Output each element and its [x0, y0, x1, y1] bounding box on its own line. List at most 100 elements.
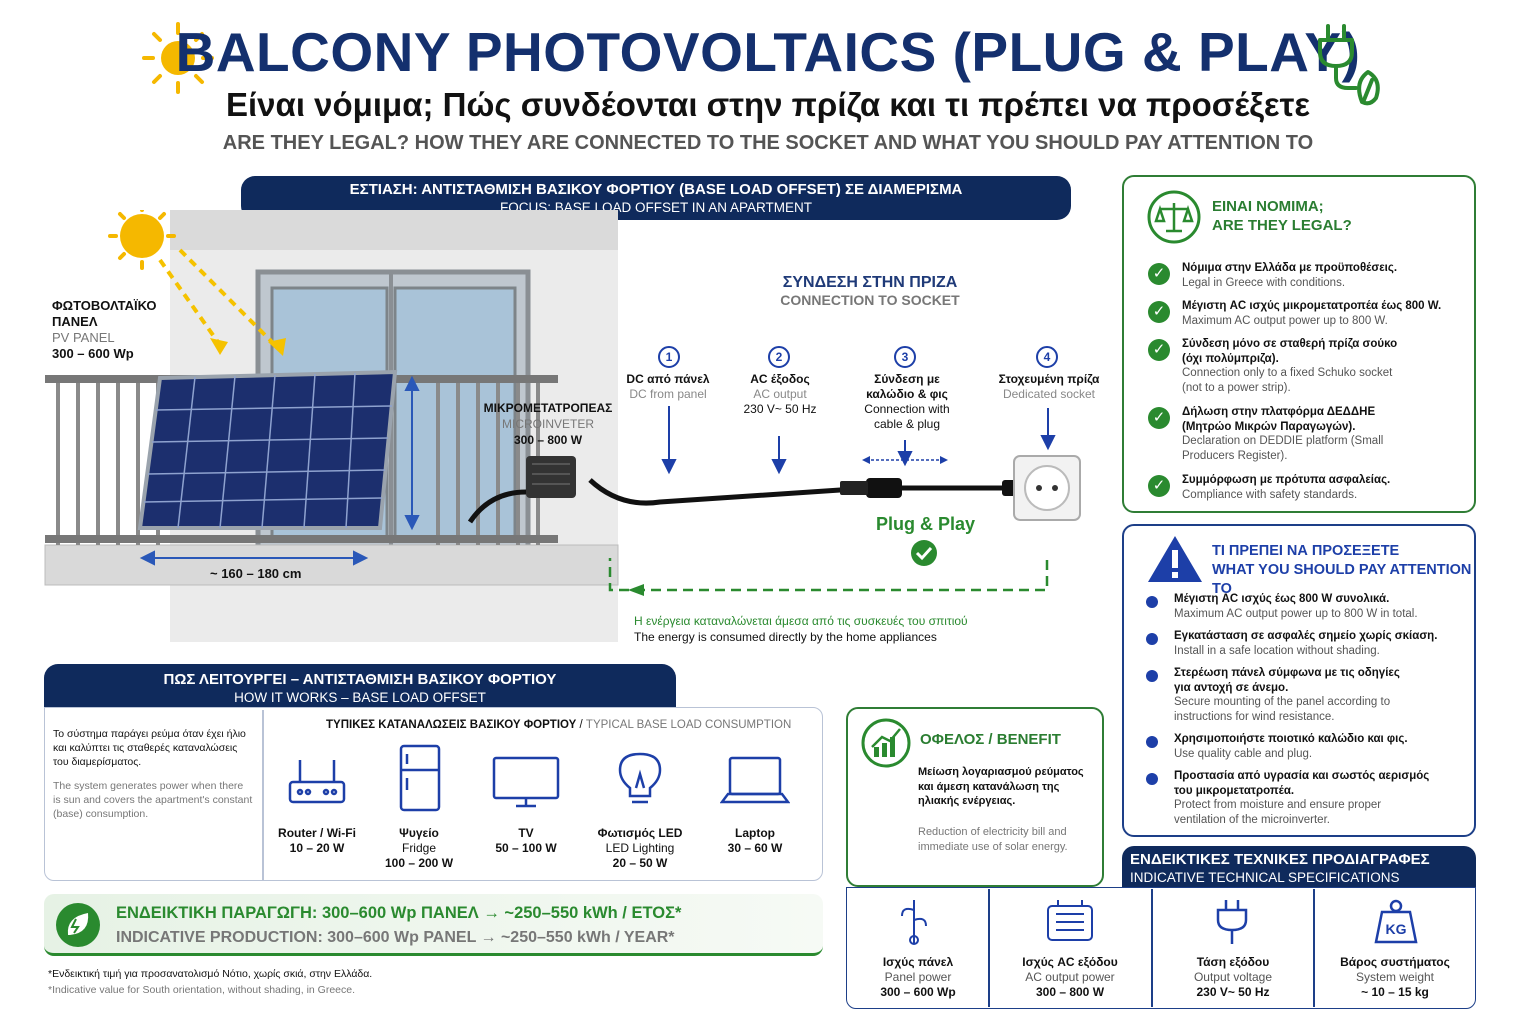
spec-ac-power-gr: Ισχύς AC εξόδου — [1022, 955, 1118, 969]
step-2-en: AC output — [753, 387, 807, 401]
attention-item-1-gr: Μέγιστη AC ισχύς έως 800 W συνολικά. — [1174, 593, 1390, 605]
check-icon: ✓ — [1148, 263, 1170, 285]
bullet-icon — [1146, 633, 1158, 645]
spec-ac-power-en: AC output power — [1025, 970, 1115, 984]
how-title-gr: ΠΩΣ ΛΕΙΤΟΥΡΓΕΙ – ΑΝΤΙΣΤΑΘΜΙΣΗ ΒΑΣΙΚΟΥ ΦΟ… — [163, 671, 557, 688]
attention-item-4: Χρησιμοποιήστε ποιοτικό καλώδιο και φις.… — [1146, 732, 1466, 761]
bullet-icon — [1146, 596, 1158, 608]
microinverter-power: 300 – 800 W — [513, 433, 583, 447]
microinverter-label: ΜΙΚΡΟΜΕΤΑΤΡΟΠΕΑΣ MICROINVETER 300 – 800 … — [478, 400, 618, 448]
spec-divider — [1313, 889, 1315, 1007]
scales-icon — [1147, 190, 1201, 244]
spec-voltage-en: Output voltage — [1193, 970, 1273, 984]
legal-item-2: ✓Μέγιστη AC ισχύς μικρομετατροπέα έως 80… — [1148, 299, 1468, 328]
subtitle-english: ARE THEY LEGAL? HOW THEY ARE CONNECTED T… — [222, 132, 1314, 154]
benefit-gr: Μείωση λογαριασμού ρεύματος και άμεση κα… — [918, 766, 1084, 807]
panel-power-icon — [901, 900, 927, 945]
energy-en: The energy is consumed directly by the h… — [634, 630, 937, 644]
attention-item-3-gr: Στερέωση πάνελ σύμφωνα με τις οδηγίες γι… — [1174, 667, 1400, 694]
step-4-en: Dedicated socket — [1002, 387, 1096, 401]
legal-item-3-en: Connection only to a fixed Schuko socket… — [1182, 367, 1393, 394]
tv-icon — [492, 756, 560, 808]
microinverter-gr: ΜΙΚΡΟΜΕΤΑΤΡΟΠΕΑΣ — [483, 401, 613, 415]
plug-icon — [1216, 900, 1248, 944]
legal-item-5: ✓Συμμόρφωση με πρότυπα ασφαλείας.Complia… — [1148, 473, 1468, 502]
step-2-extra: 230 V~ 50 Hz — [743, 402, 817, 416]
step-3-text: Σύνδεση με καλώδιο & φις Connection with… — [852, 372, 962, 432]
legal-panel: ΕΙΝΑΙ ΝΟΜΙΜΑ; ARE THEY LEGAL? ✓ Νόμιμα στ… — [1122, 175, 1476, 513]
step-1-en: DC from panel — [629, 387, 707, 401]
warning-icon — [1148, 536, 1202, 582]
spec-weight-value: ~ 10 – 15 kg — [1361, 985, 1429, 999]
appliance-fridge-en: Fridge — [401, 841, 436, 855]
legal-title-en: ARE THEY LEGAL? — [1212, 217, 1352, 234]
attention-item-5-gr: Προστασία από υγρασία και σωστός αερισμό… — [1174, 770, 1430, 797]
benefit-en: Reduction of electricity bill and immedi… — [918, 826, 1068, 853]
leaf-energy-icon — [56, 903, 100, 947]
chart-growth-icon — [861, 718, 911, 768]
how-divider — [262, 710, 264, 880]
production-en: INDICATIVE PRODUCTION: 300–600 Wp PANEL … — [116, 929, 675, 946]
pv-panel-label: ΦΩΤΟΒΟΛΤΑΪΚΟ ΠΑΝΕΛ PV PANEL 300 – 600 Wp — [52, 298, 157, 362]
production-bar — [44, 894, 823, 956]
spec-voltage-gr: Τάση εξόδου — [1196, 955, 1270, 969]
balcony-illustration — [44, 210, 619, 642]
inverter-icon — [1047, 900, 1093, 941]
pv-panel-width: ~ 160 – 180 cm — [210, 566, 302, 581]
bullet-icon — [1146, 736, 1158, 748]
bulb-icon — [618, 752, 662, 804]
benefit-title: ΟΦΕΛΟΣ / BENEFIT — [920, 731, 1061, 748]
connection-diagram — [588, 406, 1081, 596]
check-icon: ✓ — [1148, 301, 1170, 323]
check-icon: ✓ — [1148, 407, 1170, 429]
spec-ac-power-value: 300 – 800 W — [1035, 985, 1105, 999]
attention-title-gr: ΤΙ ΠΡΕΠΕΙ ΝΑ ΠΡΟΣΕΞΕΤΕ — [1212, 543, 1400, 559]
plug-play-label: Plug & Play — [876, 514, 976, 534]
appliance-laptop-name: Laptop — [735, 826, 775, 840]
pv-panel-gr1: ΦΩΤΟΒΟΛΤΑΪΚΟ — [52, 298, 157, 313]
how-desc-gr: Το σύστημα παράγει ρεύμα όταν έχει ήλιο … — [53, 728, 246, 768]
how-it-works-banner: ΠΩΣ ΛΕΙΤΟΥΡΓΕΙ – ΑΝΤΙΣΤΑΘΜΙΣΗ ΒΑΣΙΚΟΥ ΦΟ… — [44, 664, 676, 708]
benefit-panel: ΟΦΕΛΟΣ / BENEFIT Μείωση λογαριασμού ρεύμ… — [846, 707, 1104, 887]
sun-icon — [142, 22, 214, 94]
spec-divider — [988, 889, 990, 1007]
production-gr: ΕΝΔΕΙΚΤΙΚΗ ΠΑΡΑΓΩΓΗ: 300–600 Wp ΠΑΝΕΛ → … — [116, 904, 682, 922]
how-description: Το σύστημα παράγει ρεύμα όταν έχει ήλιο … — [53, 727, 253, 821]
appliance-tv-name: TV — [518, 826, 534, 840]
production-note-en: *Indicative value for South orientation,… — [48, 984, 356, 996]
spec-divider — [1151, 889, 1153, 1007]
spec-panel-power-value: 300 – 600 Wp — [880, 985, 956, 999]
specs-box — [846, 887, 1476, 1009]
appliance-fridge-name: Ψυγείο — [399, 826, 439, 840]
step-3-number: 3 — [894, 346, 916, 368]
step-2-gr: AC έξοδος — [750, 372, 810, 386]
how-desc-en: The system generates power when there is… — [53, 780, 253, 820]
legal-title: ΕΙΝΑΙ ΝΟΜΙΜΑ; ARE THEY LEGAL? — [1212, 197, 1352, 235]
step-3-en: Connection with cable & plug — [864, 402, 950, 431]
spec-voltage-value: 230 V~ 50 Hz — [1196, 985, 1270, 999]
how-title-en: HOW IT WORKS – BASE LOAD OFFSET — [234, 690, 486, 705]
consumption-title-en: TYPICAL BASE LOAD CONSUMPTION — [585, 719, 792, 731]
appliance-led-en: LED Lighting — [605, 841, 675, 855]
pv-panel-graphic — [137, 369, 398, 530]
specs-banner: ΕΝΔΕΙΚΤΙΚΕΣ ΤΕΧΝΙΚΕΣ ΠΡΟΔΙΑΓΡΑΦΕΣ INDICA… — [1122, 846, 1476, 888]
plug-leaf-icon — [1318, 24, 1380, 106]
legal-item-5-gr: Συμμόρφωση με πρότυπα ασφαλείας. — [1182, 474, 1391, 486]
attention-item-4-gr: Χρησιμοποιήστε ποιοτικό καλώδιο και φις. — [1174, 733, 1408, 745]
spec-panel-power-gr: Ισχύς πάνελ — [882, 955, 954, 969]
legal-title-gr: ΕΙΝΑΙ ΝΟΜΙΜΑ; — [1212, 198, 1324, 215]
pv-panel-gr2: ΠΑΝΕΛ — [52, 314, 98, 329]
subtitle-greek: Είναι νόμιμα; Πώς συνδέονται στην πρίζα … — [226, 86, 1310, 123]
legal-item-3: ✓Σύνδεση μόνο σε σταθερή πρίζα σούκο (όχ… — [1148, 337, 1468, 395]
attention-item-3: Στερέωση πάνελ σύμφωνα με τις οδηγίες γι… — [1146, 666, 1466, 724]
attention-title-en: WHAT YOU SHOULD PAY ATTENTION TO — [1212, 562, 1472, 597]
legal-item-1-gr: Νόμιμα στην Ελλάδα με προϋποθέσεις. — [1182, 262, 1398, 274]
legal-item-1-en: Legal in Greece with conditions. — [1182, 276, 1346, 289]
spec-panel-power-en: Panel power — [884, 970, 952, 984]
step-1-text: DC από πάνελ DC from panel — [618, 372, 718, 402]
